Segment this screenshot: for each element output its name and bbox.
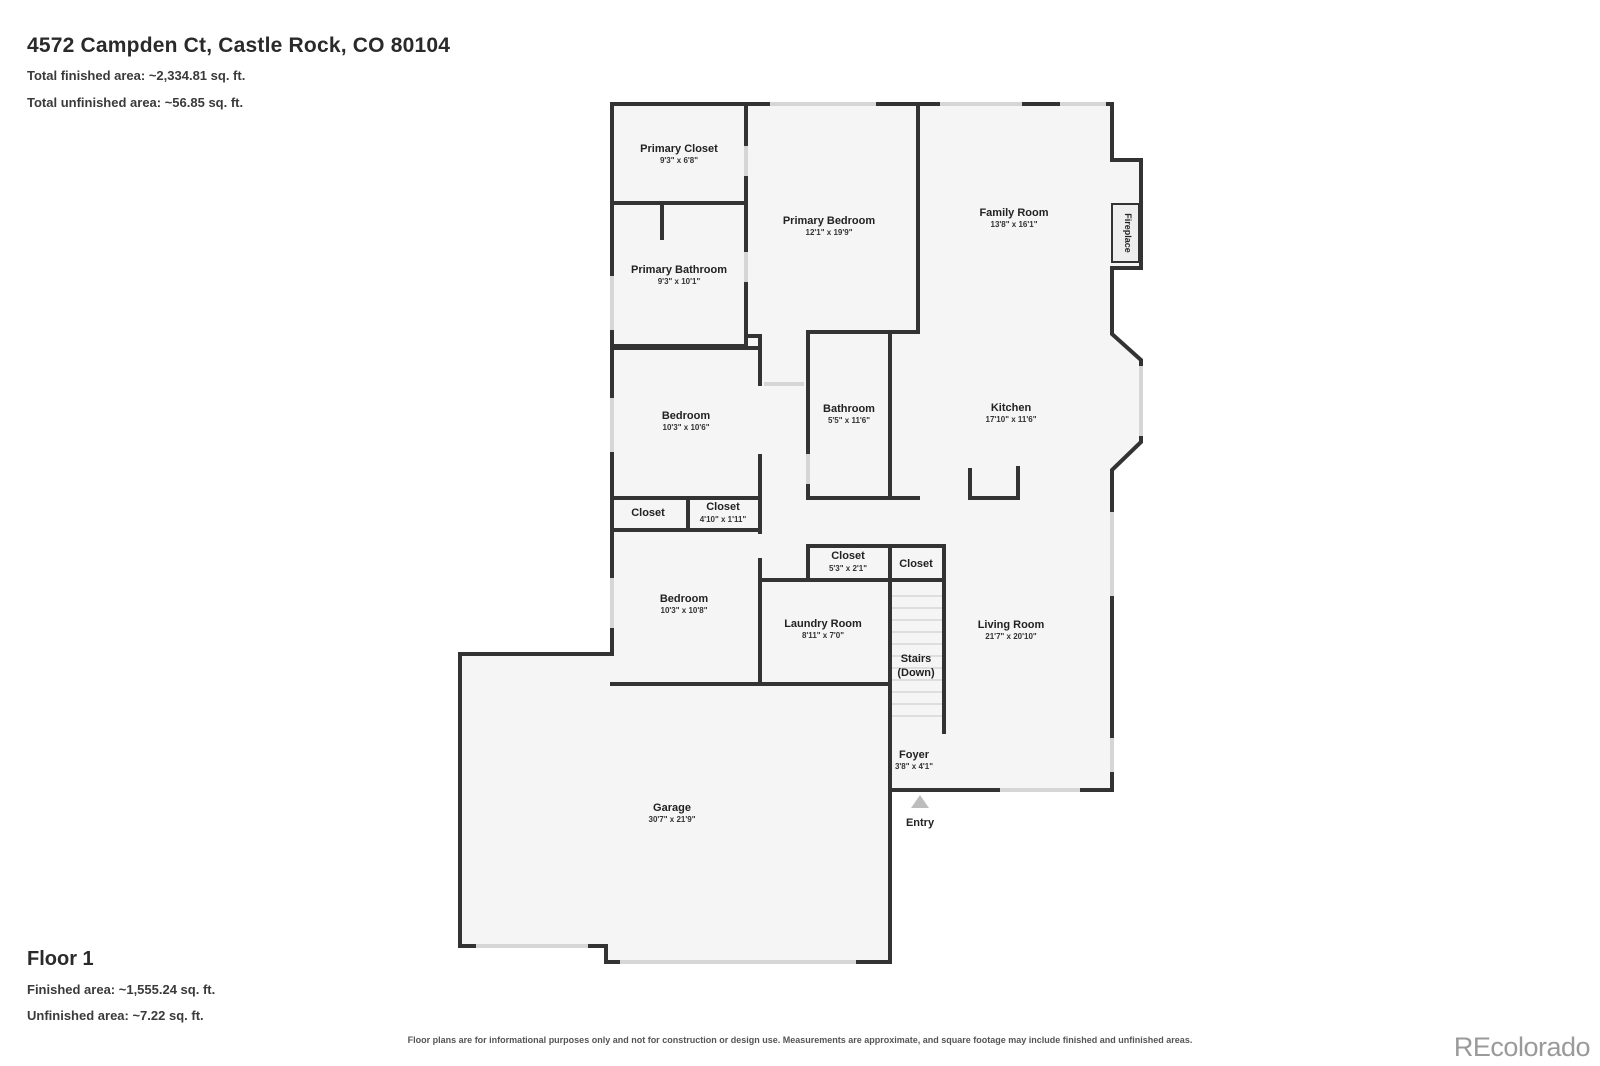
room-foyer-dim: 3'8" x 4'1" xyxy=(895,762,933,771)
room-closet-c: Closet xyxy=(831,550,865,562)
room-primary-bedroom-dim: 12'1" x 19'9" xyxy=(806,228,853,237)
fireplace-label: Fireplace xyxy=(1123,213,1133,253)
entry-marker: Entry xyxy=(906,795,935,829)
room-bedroom-2: Bedroom xyxy=(660,593,709,605)
room-primary-closet-dim: 9'3" x 6'8" xyxy=(660,156,698,165)
room-bathroom-dim: 5'5" x 11'6" xyxy=(828,416,870,425)
room-living-room-dim: 21'7" x 20'10" xyxy=(985,632,1037,641)
floor-title: Floor 1 xyxy=(27,948,94,970)
entry-arrow-icon xyxy=(911,795,929,808)
room-bedroom-2-dim: 10'3" x 10'8" xyxy=(661,606,708,615)
room-laundry-dim: 8'11" x 7'0" xyxy=(802,631,844,640)
property-address: 4572 Campden Ct, Castle Rock, CO 80104 xyxy=(27,34,451,57)
floor-unfinished-area: Unfinished area: ~7.22 sq. ft. xyxy=(27,1008,204,1023)
room-closet-d: Closet xyxy=(899,558,933,570)
room-kitchen: Kitchen xyxy=(991,402,1032,414)
windows xyxy=(476,102,1143,964)
room-laundry: Laundry Room xyxy=(784,618,862,630)
room-stairs: Stairs xyxy=(901,653,932,665)
stairs xyxy=(892,595,942,717)
room-kitchen-dim: 17'10" x 11'6" xyxy=(986,415,1037,424)
brand-logo: REcolorado xyxy=(1453,1032,1591,1062)
room-garage-dim: 30'7" x 21'9" xyxy=(649,815,696,824)
fireplace: Fireplace xyxy=(1111,203,1140,263)
room-closet-a: Closet xyxy=(631,507,665,519)
total-unfinished-area: Total unfinished area: ~56.85 sq. ft. xyxy=(27,95,244,110)
floor-fill xyxy=(460,104,1141,962)
room-foyer: Foyer xyxy=(899,749,930,761)
room-bathroom: Bathroom xyxy=(823,403,875,415)
room-family-room-dim: 13'8" x 16'1" xyxy=(991,220,1038,229)
room-primary-bedroom: Primary Bedroom xyxy=(783,215,876,227)
interior-walls xyxy=(610,102,1020,792)
disclaimer: Floor plans are for informational purpos… xyxy=(407,1035,1193,1045)
entry-label: Entry xyxy=(906,817,935,829)
room-labels: Primary Closet 9'3" x 6'8" Primary Bedro… xyxy=(631,143,1049,824)
room-closet-c-dim: 5'3" x 2'1" xyxy=(829,564,867,573)
room-bedroom-1: Bedroom xyxy=(662,410,711,422)
room-garage: Garage xyxy=(653,802,691,814)
room-primary-bathroom-dim: 9'3" x 10'1" xyxy=(658,277,701,286)
room-primary-closet: Primary Closet xyxy=(640,143,718,155)
room-bedroom-1-dim: 10'3" x 10'6" xyxy=(663,423,710,432)
total-finished-area: Total finished area: ~2,334.81 sq. ft. xyxy=(27,68,246,83)
room-family-room: Family Room xyxy=(979,207,1048,219)
room-living-room: Living Room xyxy=(978,619,1045,631)
room-closet-b: Closet xyxy=(706,501,740,513)
floor-finished-area: Finished area: ~1,555.24 sq. ft. xyxy=(27,982,216,997)
room-primary-bathroom: Primary Bathroom xyxy=(631,264,727,276)
room-stairs-direction: (Down) xyxy=(897,667,935,679)
room-closet-b-dim: 4'10" x 1'11" xyxy=(700,515,747,524)
